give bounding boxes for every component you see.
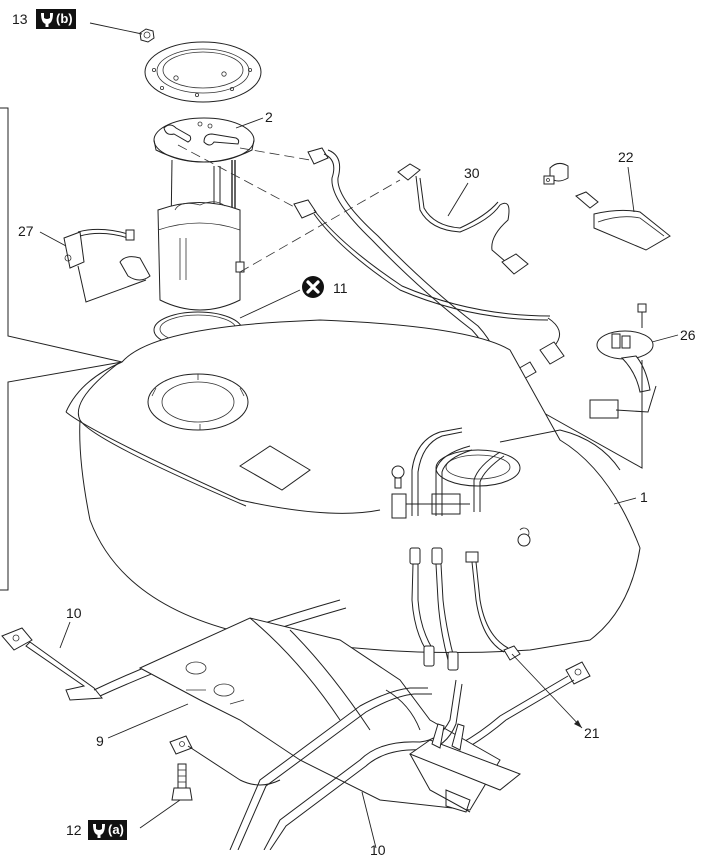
callout-9: 9 [96,733,104,749]
fuel-filter [575,191,671,251]
fuel-tube-bracket [391,427,505,519]
fuel-level-sender-main [509,303,657,469]
callout-27: 27 [18,223,34,239]
protector [138,617,501,811]
torque-badge-b: (b) [36,9,76,29]
bolt-part [171,763,193,801]
callout-26: 26 [680,327,696,343]
filter-clamp [543,162,569,185]
pipe-clamp-bracket [169,723,521,813]
assembly-guide-lines [177,144,401,273]
callout-2: 2 [265,109,273,125]
callout-10-left: 10 [66,605,82,621]
torque-ref-a: (a) [108,822,124,837]
callout-30: 30 [464,165,480,181]
callout-10-bottom: 10 [370,842,386,858]
flange-ring [144,41,262,103]
fuel-level-sender-sub [63,228,151,303]
callout-13: 13 [12,11,28,27]
do-not-reuse-icon [302,276,324,298]
fuel-tank-body [65,319,641,653]
nut-part [139,28,155,43]
callout-11: 11 [333,280,348,296]
fuel-hoses [293,147,565,401]
callout-12: 12 [66,822,82,838]
callout-21: 21 [584,725,600,741]
fuel-hose-connectors [409,547,521,671]
callout-1: 1 [640,489,648,505]
wrench-icon [93,824,105,838]
callout-22: 22 [618,149,634,165]
torque-ref-b: (b) [56,11,73,26]
fuel-pump-assembly [153,117,255,349]
torque-badge-a: (a) [88,820,127,840]
leader-lines [39,22,679,849]
wrench-icon [41,13,53,27]
